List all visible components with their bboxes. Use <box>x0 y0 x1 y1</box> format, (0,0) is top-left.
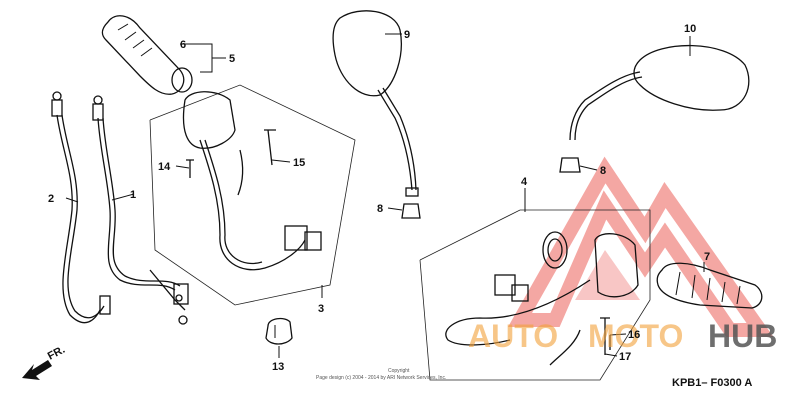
callout-1: 1 <box>130 189 136 201</box>
diagram-code: KPB1– F0300 A <box>672 377 752 389</box>
copyright-line-1: Copyright <box>388 368 410 374</box>
mirror-nut-8a <box>401 203 421 219</box>
callout-3: 3 <box>318 303 324 315</box>
watermark-text-moto: MOTO <box>588 318 683 354</box>
front-direction-arrow <box>22 360 52 380</box>
callout-10: 10 <box>684 23 696 35</box>
throttle-grip <box>101 15 193 95</box>
callout-7: 7 <box>704 251 710 263</box>
callout-6: 6 <box>180 39 186 51</box>
watermark-text-auto: AUTO <box>468 318 558 354</box>
copyright-line-2: Page design (c) 2004 - 2014 by ARI Netwo… <box>316 375 446 381</box>
leader-lines <box>65 33 705 358</box>
clamp-13 <box>265 317 293 345</box>
callout-16: 16 <box>628 329 640 341</box>
callout-14: 14 <box>158 161 171 173</box>
callout-17: 17 <box>619 351 631 363</box>
watermark-text-hub: HUB <box>708 318 777 354</box>
callout-5: 5 <box>229 53 235 65</box>
throttle-cable-1 <box>92 95 189 325</box>
callout-8-left: 8 <box>377 203 383 215</box>
mirror-left <box>332 10 419 197</box>
callout-9: 9 <box>404 29 410 41</box>
watermark-wordmark: AUTO MOTO HUB <box>468 318 777 354</box>
right-switch-box <box>419 209 651 381</box>
callout-8-right: 8 <box>600 165 606 177</box>
mirror-nut-8b <box>559 157 581 173</box>
throttle-cable-2 <box>51 91 186 324</box>
callout-4: 4 <box>521 176 528 188</box>
mirror-right <box>569 44 750 141</box>
grip-right <box>656 262 763 309</box>
callout-13: 13 <box>272 361 284 373</box>
callout-2: 2 <box>48 193 54 205</box>
left-switch-box <box>149 84 356 306</box>
callout-15: 15 <box>293 157 305 169</box>
front-direction-label: FR. <box>46 344 67 363</box>
